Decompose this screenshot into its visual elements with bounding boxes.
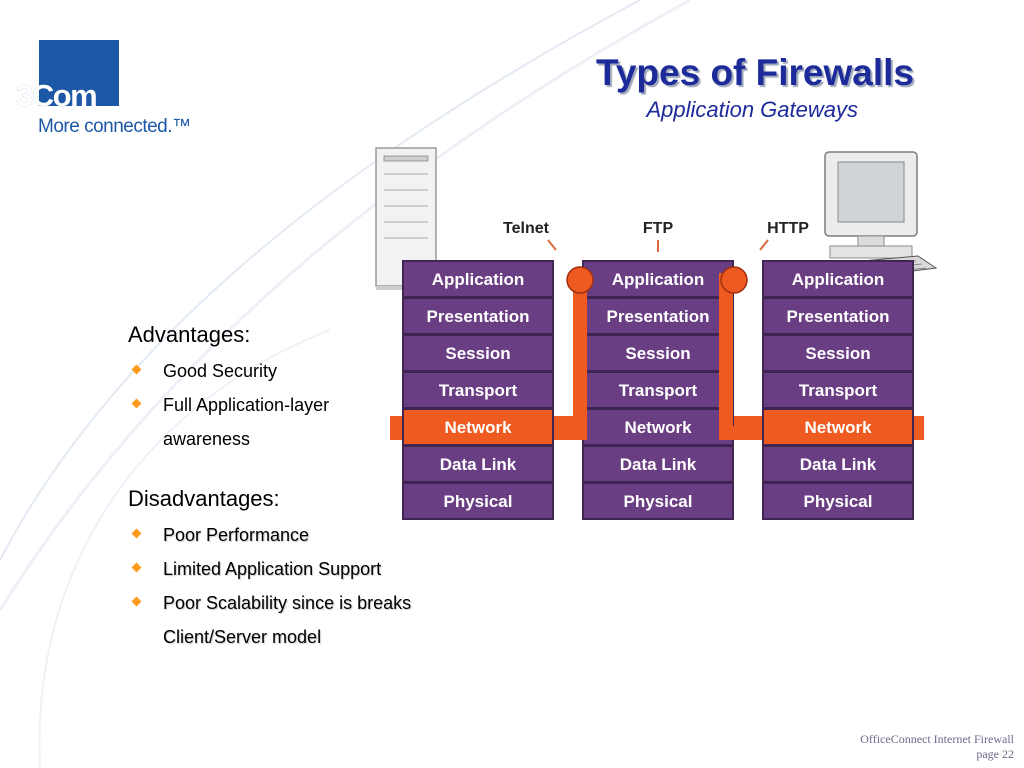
layer-label: Physical bbox=[804, 492, 873, 511]
layer-label: Network bbox=[444, 418, 512, 437]
layer-label: Physical bbox=[624, 492, 693, 511]
layer-box-transport bbox=[584, 373, 732, 407]
layer-box-presentation bbox=[764, 299, 912, 333]
diamond-bullet-icon bbox=[131, 562, 142, 573]
layer-label: Network bbox=[804, 418, 872, 437]
footer-product: OfficeConnect Internet Firewall bbox=[860, 732, 1014, 746]
gateway-node-right bbox=[720, 266, 748, 294]
layer-label: Physical bbox=[444, 492, 513, 511]
layer-label: Network bbox=[624, 418, 692, 437]
layer-box-session bbox=[584, 336, 732, 370]
layer-label: Application bbox=[432, 270, 525, 289]
logo-box bbox=[39, 40, 119, 106]
layer-box-data-link bbox=[584, 447, 732, 481]
layer-box-session bbox=[764, 336, 912, 370]
protocol-label-telnet: Telnet bbox=[503, 220, 550, 237]
firewall-diagram: Telnet FTP HTTP ApplicationPresentationS… bbox=[375, 147, 938, 520]
layer-box-physical bbox=[404, 484, 552, 518]
protocol-label-http: HTTP bbox=[767, 220, 809, 237]
slide-subtitle: Application Gateways bbox=[646, 97, 858, 122]
layer-box-network bbox=[764, 410, 912, 444]
list-item: Full Application-layer bbox=[128, 388, 508, 422]
layer-label: Data Link bbox=[440, 455, 517, 474]
list-item: Poor Performance bbox=[128, 518, 508, 552]
diamond-bullet-icon bbox=[131, 364, 142, 375]
layer-box-data-link bbox=[764, 447, 912, 481]
layer-box-network bbox=[584, 410, 732, 444]
list-item: Limited Application Support bbox=[128, 552, 508, 586]
layer-label: Presentation bbox=[787, 307, 890, 326]
content-text: Advantages: Good Security Full Applicati… bbox=[128, 322, 508, 654]
layer-label: Session bbox=[625, 344, 690, 363]
layer-label: Data Link bbox=[800, 455, 877, 474]
footer-page-number: page 22 bbox=[976, 747, 1014, 761]
list-item: Client/Server model bbox=[163, 627, 322, 647]
layer-box-application bbox=[404, 262, 552, 296]
list-item: awareness bbox=[163, 429, 251, 449]
layer-box-presentation bbox=[404, 299, 552, 333]
arrow-icon bbox=[759, 239, 769, 251]
advantages-list: Good Security Full Application-layer awa… bbox=[128, 354, 508, 456]
layer-label: Transport bbox=[799, 381, 878, 400]
layer-label: Presentation bbox=[607, 307, 710, 326]
disadvantages-heading: Disadvantages: bbox=[128, 486, 280, 511]
arrow-icon bbox=[547, 239, 557, 251]
layer-box-physical bbox=[764, 484, 912, 518]
layer-label: Application bbox=[612, 270, 705, 289]
logo-wordmark: 3Com bbox=[16, 78, 98, 113]
layer-label: Transport bbox=[619, 381, 698, 400]
layer-box-network bbox=[404, 410, 552, 444]
gateway-node-left bbox=[566, 266, 594, 294]
diamond-bullet-icon bbox=[131, 398, 142, 409]
footer: OfficeConnect Internet Firewall page 22 bbox=[860, 732, 1014, 762]
layer-box-application bbox=[584, 262, 732, 296]
layer-label: Transport bbox=[439, 381, 518, 400]
layer-box-transport bbox=[404, 373, 552, 407]
layer-box-presentation bbox=[584, 299, 732, 333]
slide-title: Types of Firewalls bbox=[595, 52, 914, 93]
list-item: Poor Scalability since is breaks bbox=[128, 586, 508, 620]
logo-registered-mark: ® bbox=[108, 76, 115, 86]
layer-label: Session bbox=[445, 344, 510, 363]
diamond-bullet-icon bbox=[131, 596, 142, 607]
advantages-heading: Advantages: bbox=[128, 322, 251, 347]
layer-box-data-link bbox=[404, 447, 552, 481]
list-item: Good Security bbox=[128, 354, 508, 388]
gateway-path-right bbox=[719, 273, 734, 440]
layer-label: Presentation bbox=[427, 307, 530, 326]
layer-label: Application bbox=[792, 270, 885, 289]
layer-box-physical bbox=[584, 484, 732, 518]
protocol-stacks: ApplicationPresentationSessionTransportN… bbox=[390, 260, 924, 520]
gateway-path-left bbox=[570, 273, 587, 440]
diamond-bullet-icon bbox=[131, 528, 142, 539]
protocol-label-ftp: FTP bbox=[643, 220, 674, 237]
layer-box-session bbox=[404, 336, 552, 370]
layer-label: Data Link bbox=[620, 455, 697, 474]
disadvantages-list: Poor Performance Limited Application Sup… bbox=[128, 518, 508, 654]
logo-tagline: More connected.™ bbox=[38, 116, 191, 137]
layer-box-application bbox=[764, 262, 912, 296]
layer-box-transport bbox=[764, 373, 912, 407]
layer-label: Session bbox=[805, 344, 870, 363]
